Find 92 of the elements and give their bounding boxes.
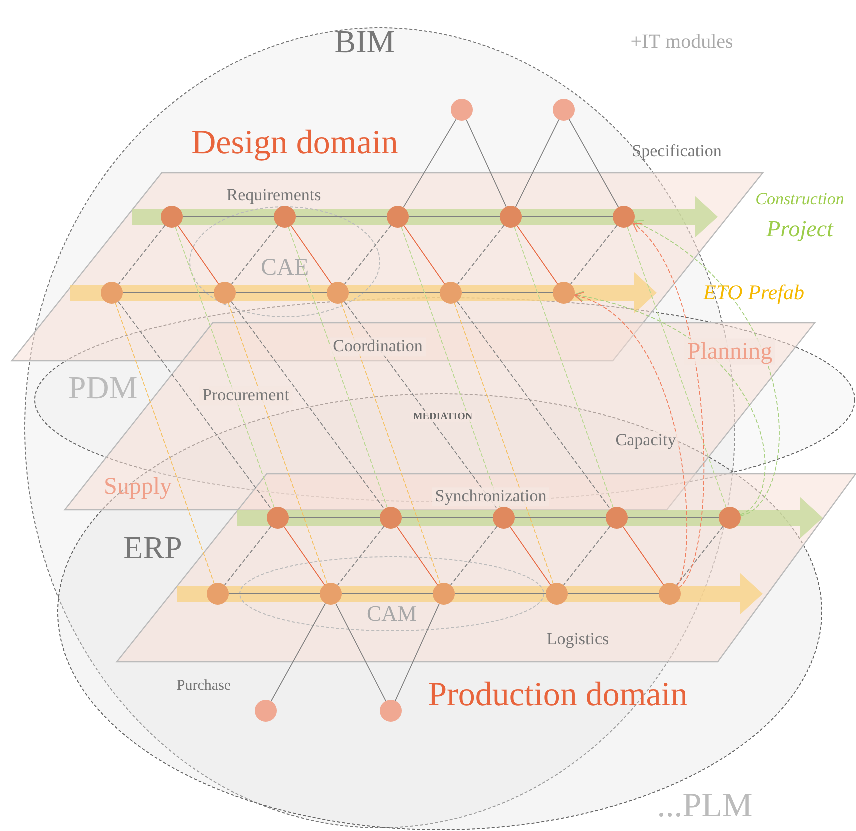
flow-label: Construction — [756, 190, 844, 210]
process-dot — [161, 206, 183, 228]
connector-line — [270, 603, 326, 702]
connector-line — [563, 526, 611, 586]
connector-line — [408, 216, 500, 218]
process-dot — [613, 206, 635, 228]
connector-line — [457, 225, 505, 285]
connector-line — [344, 225, 392, 285]
connector-line — [516, 226, 558, 284]
process-dot — [553, 99, 575, 121]
scope-label: CAM — [366, 602, 418, 626]
connector-line — [337, 526, 385, 586]
scope-label: CAE — [261, 254, 309, 282]
connector-line — [404, 226, 446, 284]
stage-label: Specification — [632, 142, 722, 162]
connector-line — [627, 226, 727, 508]
process-dot — [546, 583, 568, 605]
connector-line — [515, 119, 560, 208]
stage-label: Logistics — [546, 630, 610, 650]
connector-line — [231, 301, 385, 510]
connector-line — [632, 222, 705, 588]
connector-line — [454, 302, 554, 584]
scope-label: ERP — [124, 530, 182, 566]
connector-line — [231, 225, 279, 285]
connector-line — [510, 526, 552, 586]
process-dot — [440, 282, 462, 304]
process-dot — [327, 282, 349, 304]
connector-line — [514, 226, 614, 508]
process-dot — [719, 507, 741, 529]
scope-label: PDM — [68, 370, 138, 406]
connector-line — [224, 526, 272, 586]
connector-line — [396, 526, 438, 586]
stage-label: Purchase — [176, 678, 232, 694]
connector-line — [228, 302, 328, 584]
connector-line — [341, 302, 441, 584]
connector-line — [676, 526, 724, 586]
process-dot — [207, 583, 229, 605]
scope-note: ...PLM — [657, 787, 753, 825]
connector-line — [336, 603, 386, 702]
process-dot — [255, 700, 277, 722]
connector-line — [401, 226, 501, 508]
connector-line — [288, 226, 388, 508]
connector-line — [115, 302, 215, 584]
connector-line — [122, 292, 214, 294]
process-dot — [380, 700, 402, 722]
process-dot — [553, 282, 575, 304]
stage-label: Synchronization — [432, 488, 550, 506]
connector-line — [450, 526, 498, 586]
connector-line — [634, 220, 780, 516]
process-dot — [274, 206, 296, 228]
process-dot — [500, 206, 522, 228]
connector-line — [175, 226, 275, 508]
process-dot — [387, 206, 409, 228]
connector-line — [236, 292, 328, 294]
connector-line — [348, 292, 440, 294]
connector-line — [290, 226, 332, 284]
process-dot — [493, 507, 515, 529]
connector-line — [403, 119, 457, 208]
module-note: +IT modules — [630, 31, 734, 53]
process-dot — [214, 282, 236, 304]
process-dot — [101, 282, 123, 304]
plane-label: Supply — [104, 474, 172, 500]
connector-line — [568, 119, 620, 208]
connector-line — [178, 226, 220, 284]
connector-line — [118, 301, 272, 510]
connector-line — [574, 293, 688, 586]
connector-line — [457, 301, 611, 510]
connector-line — [395, 604, 440, 702]
connector-line — [466, 120, 507, 208]
connector-line — [522, 216, 614, 218]
process-dot — [451, 99, 473, 121]
connector-line — [622, 526, 664, 586]
flow-label: ETO Prefab — [704, 281, 804, 305]
process-dot — [659, 583, 681, 605]
connector-line — [574, 292, 766, 516]
flow-label: Project — [766, 216, 834, 242]
connector-line — [296, 216, 388, 218]
process-dot — [320, 583, 342, 605]
connector-line — [182, 216, 274, 218]
connector-line — [570, 225, 618, 285]
connector-line — [462, 292, 554, 294]
stage-label: Requirements — [226, 186, 322, 206]
scope-label: BIM — [334, 24, 396, 60]
connector-line — [284, 526, 326, 586]
process-dot — [433, 583, 455, 605]
process-dot — [606, 507, 628, 529]
domain-title: Design domain — [192, 124, 398, 162]
domain-title: Production domain — [428, 676, 688, 714]
process-dot — [380, 507, 402, 529]
stage-label: Coordination — [330, 338, 426, 356]
connector-line — [118, 225, 166, 285]
process-dot — [267, 507, 289, 529]
